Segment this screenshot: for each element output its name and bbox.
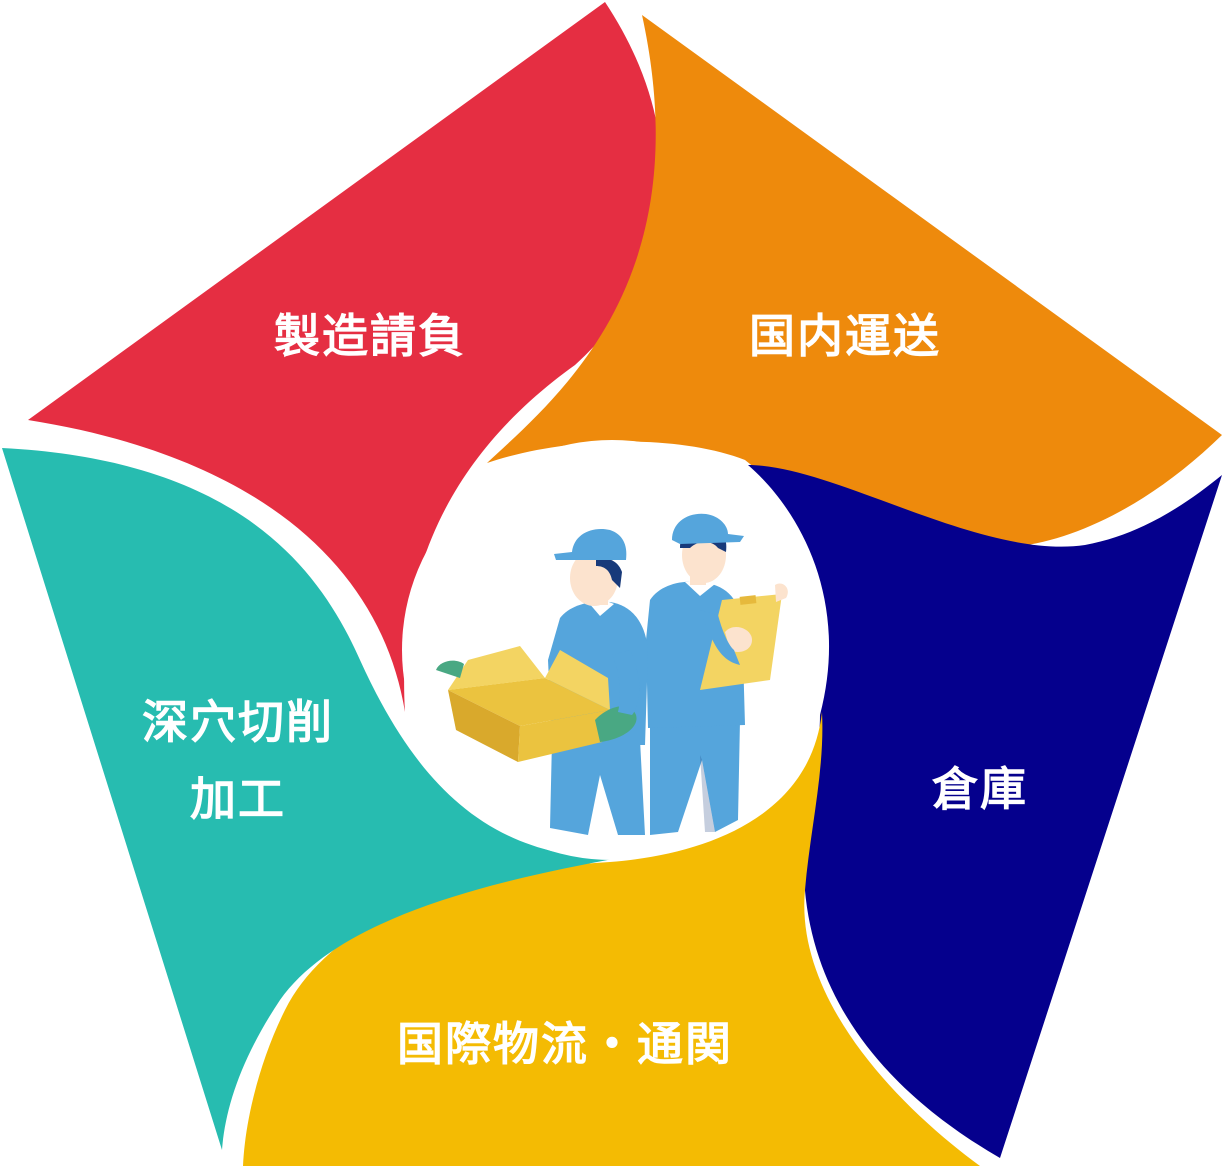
segment-warehouse-shape <box>748 465 1222 1158</box>
segment-international-label: 国際物流・通関 <box>397 1017 733 1071</box>
segment-deep-hole-label-line2: 加工 <box>190 772 286 826</box>
worker-with-clipboard <box>646 513 788 835</box>
segment-international-shape <box>243 712 980 1166</box>
segment-domestic-transport[interactable]: 国内運送 <box>487 15 1222 549</box>
worker-with-box <box>436 528 648 835</box>
segment-international[interactable]: 国際物流・通関 <box>243 712 980 1166</box>
segment-domestic-transport-shape <box>487 15 1222 549</box>
segment-manufacturing[interactable]: 製造請負 <box>28 2 663 712</box>
segment-deep-hole-shape <box>2 448 618 1150</box>
segment-deep-hole-label-line1: 深穴切削 <box>142 695 334 749</box>
segment-manufacturing-label: 製造請負 <box>274 309 466 363</box>
segment-deep-hole[interactable]: 深穴切削 加工 <box>2 448 618 1150</box>
two-workers-with-box-and-clipboard-icon <box>436 513 788 835</box>
segment-manufacturing-shape <box>28 2 663 712</box>
segment-domestic-transport-label: 国内運送 <box>749 309 941 363</box>
segment-warehouse[interactable]: 倉庫 <box>748 465 1222 1158</box>
segment-warehouse-label: 倉庫 <box>931 762 1028 816</box>
